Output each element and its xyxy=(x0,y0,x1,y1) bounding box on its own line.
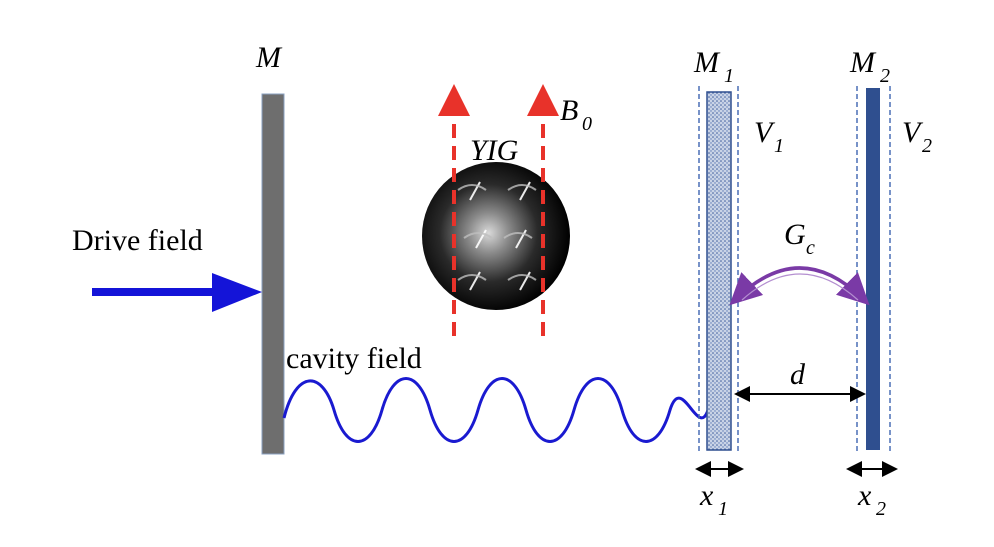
label-x1: x xyxy=(699,479,714,512)
yig-sphere xyxy=(422,162,570,310)
gc-coupling-arrow xyxy=(729,266,870,306)
b0-field-lines xyxy=(438,84,559,336)
label-mirror-m1-sub: 1 xyxy=(724,65,734,87)
label-x2: x xyxy=(857,479,872,512)
label-mirror-m1: M xyxy=(693,46,721,79)
mirror-m xyxy=(261,93,285,455)
label-v2-sub: 2 xyxy=(922,135,932,157)
drive-field-arrow xyxy=(92,273,262,312)
label-mirror-m2: M xyxy=(849,46,877,79)
label-v1: V xyxy=(754,116,776,149)
label-b0-sub: 0 xyxy=(582,113,592,135)
label-mirror-m2-sub: 2 xyxy=(880,65,890,87)
label-yig: YIG xyxy=(470,134,519,167)
label-x1-sub: 1 xyxy=(718,498,728,520)
label-d: d xyxy=(790,358,806,391)
label-gc: G xyxy=(784,218,806,251)
label-gc-sub: c xyxy=(806,237,815,259)
label-drive-field: Drive field xyxy=(72,224,203,257)
mirror-m1 xyxy=(698,86,739,452)
cavity-field-wave xyxy=(282,377,710,443)
mirror-m2 xyxy=(856,86,891,452)
label-v1-sub: 1 xyxy=(774,135,784,157)
label-cavity-field: cavity field xyxy=(286,342,422,375)
label-v2: V xyxy=(902,116,924,149)
label-x2-sub: 2 xyxy=(876,498,886,520)
label-b0: B xyxy=(560,94,578,127)
label-mirror-m: M xyxy=(255,41,283,74)
